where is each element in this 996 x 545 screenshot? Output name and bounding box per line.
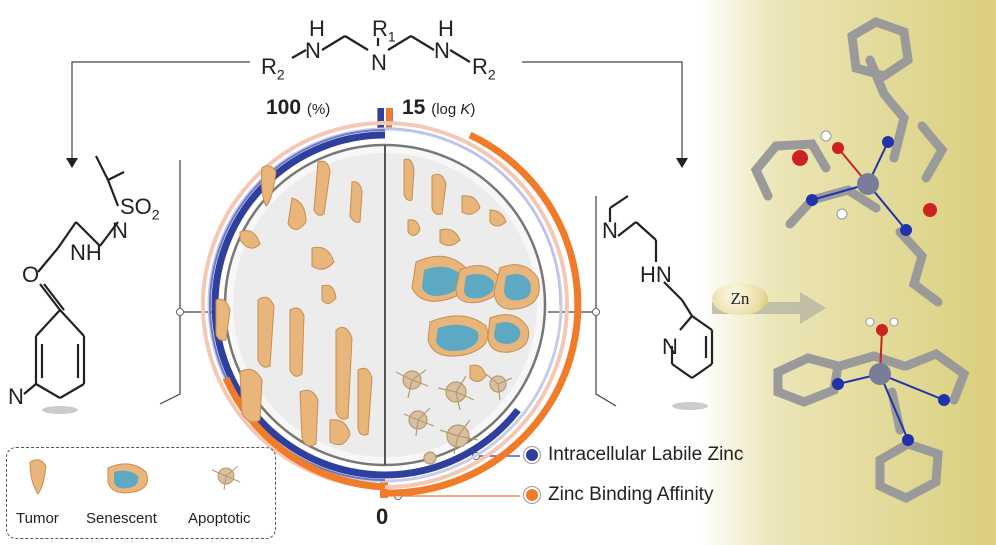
legend-label: Zinc Binding Affinity bbox=[548, 484, 714, 505]
cell-type-key bbox=[6, 447, 276, 539]
cell-key-icons bbox=[29, 459, 241, 495]
arc-affinity-right bbox=[384, 131, 582, 497]
junction-right bbox=[592, 308, 600, 316]
arc-labile-zinc-left-thin bbox=[209, 129, 386, 481]
scaffold-r1: R1 bbox=[372, 16, 396, 45]
key-label-tumor: Tumor bbox=[16, 510, 59, 527]
arc-thin-right bbox=[384, 127, 561, 306]
tumor-cells-right bbox=[403, 158, 507, 382]
left-molecule-bonds bbox=[23, 155, 125, 399]
arrowhead-left bbox=[66, 158, 78, 168]
key-label-apoptotic: Apoptotic bbox=[188, 510, 251, 527]
tumor-cells bbox=[215, 160, 373, 447]
crystal-structure-top bbox=[750, 17, 948, 307]
scaffold-backbone bbox=[291, 35, 471, 63]
legend-dot-orange bbox=[524, 487, 540, 503]
scaffold-h-left: H bbox=[309, 16, 325, 41]
key-label-senescent: Senescent bbox=[86, 510, 157, 527]
shadow-right bbox=[672, 402, 708, 410]
arc-affinity-left bbox=[222, 376, 386, 491]
legend-label: Intracellular Labile Zinc bbox=[548, 444, 744, 465]
scale-label-left: 100 (%) bbox=[266, 96, 331, 119]
cell-dish bbox=[201, 121, 569, 489]
atom-nh: NH bbox=[70, 240, 102, 265]
right-molecule-bonds bbox=[608, 195, 714, 379]
atom-n-sulfonyl: N bbox=[112, 218, 128, 243]
atom-o: O bbox=[22, 262, 40, 287]
senescent-cells bbox=[411, 255, 540, 357]
zn-reaction-arrow bbox=[712, 292, 826, 324]
scaffold-r2-right: R2 bbox=[472, 54, 496, 83]
arc-labile-zinc-right bbox=[384, 407, 521, 479]
arrowhead-right bbox=[676, 158, 688, 168]
scaffold-h-right: H bbox=[438, 16, 454, 41]
atom-n-pyridine: N bbox=[662, 334, 678, 359]
zinc-badge: Zn bbox=[712, 283, 768, 315]
junction-left bbox=[176, 308, 184, 316]
scaffold-n-left: N bbox=[305, 38, 321, 63]
scaffold-n-center: N bbox=[371, 50, 387, 75]
crystal-structure-panel bbox=[700, 0, 996, 545]
scale-tick-orange bbox=[386, 108, 392, 130]
scaffold-r2-left: R2 bbox=[261, 54, 285, 83]
legend-labile-zinc: Intracellular Labile Zinc bbox=[524, 444, 743, 466]
scale-label-zero: 0 bbox=[376, 504, 389, 529]
scale-label-right: 15 (log K) bbox=[402, 96, 476, 119]
atom-so2: SO2 bbox=[120, 194, 160, 223]
arc-labile-zinc-left bbox=[211, 131, 386, 479]
scaffold-n-right: N bbox=[434, 38, 450, 63]
atom-n-amine: N bbox=[602, 218, 618, 243]
legend-binding-affinity: Zinc Binding Affinity bbox=[524, 484, 713, 506]
crystal-structure-bottom bbox=[773, 317, 970, 504]
apoptotic-cells bbox=[395, 369, 513, 465]
atom-n-ring: N bbox=[8, 384, 24, 409]
atom-hn: HN bbox=[640, 262, 672, 287]
legend-dot-blue bbox=[524, 447, 540, 463]
shadow-left bbox=[42, 406, 78, 414]
scale-tick-blue bbox=[378, 108, 384, 130]
